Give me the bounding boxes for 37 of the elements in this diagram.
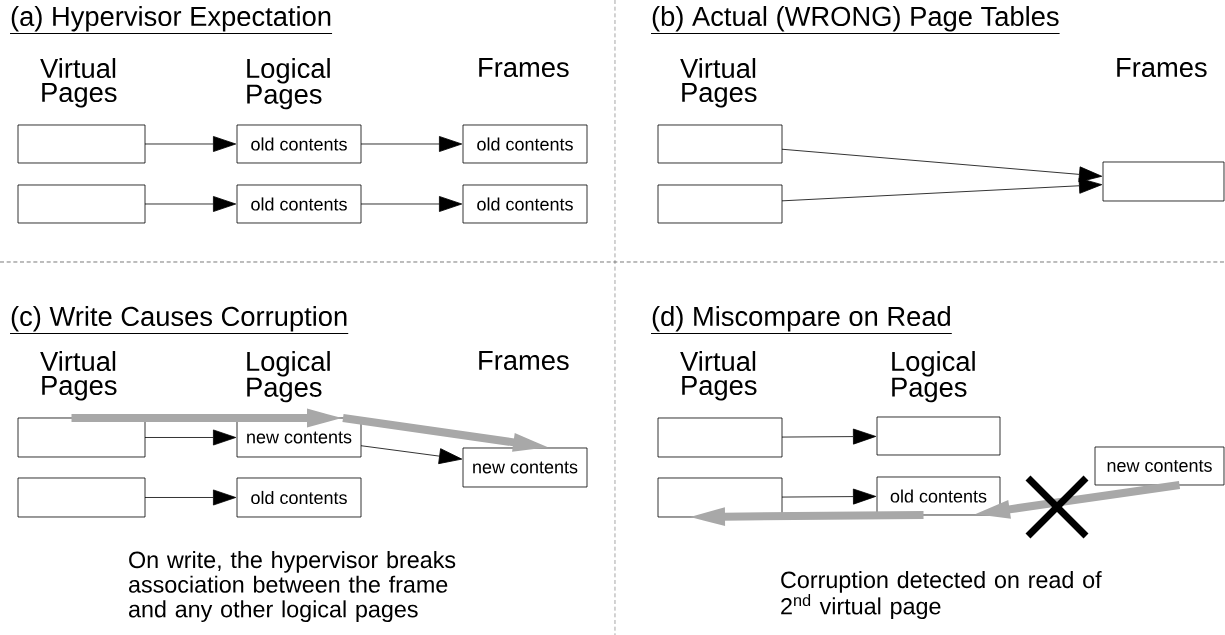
column-header: Frames bbox=[479, 351, 569, 371]
arrow bbox=[360, 136, 463, 152]
arrow bbox=[144, 196, 237, 212]
empty-page-box bbox=[657, 184, 783, 224]
panel-title: (b) Actual (WRONG) Page Tables bbox=[650, 6, 1061, 34]
arrow bbox=[144, 489, 237, 506]
arrow bbox=[360, 445, 463, 465]
empty-page-box bbox=[657, 417, 783, 458]
column-header: Logical Pages bbox=[247, 58, 330, 110]
page-box: old contents bbox=[462, 124, 588, 164]
page-box: old contents bbox=[236, 477, 362, 518]
panel-title: (a) Hypervisor Expectation bbox=[9, 6, 333, 34]
page-box: old contents bbox=[236, 184, 362, 224]
panel-title: (d) Miscompare on Read bbox=[650, 306, 953, 334]
empty-page-box bbox=[17, 477, 146, 518]
arrow bbox=[144, 429, 237, 446]
page-box: new contents bbox=[1094, 446, 1225, 486]
panel-title: (c) Write Causes Corruption bbox=[9, 306, 349, 334]
empty-page-box bbox=[1102, 161, 1225, 202]
arrow bbox=[144, 136, 237, 152]
empty-page-box bbox=[657, 124, 783, 164]
note-text: On write, the hypervisor breaks association between the frame and any other logical pages bbox=[129, 551, 456, 623]
page-box: old contents bbox=[236, 124, 362, 164]
column-header: Frames bbox=[479, 58, 569, 78]
empty-page-box bbox=[17, 124, 146, 164]
note-text: Corruption detected on read of 2$^{nd}$ virtual page bbox=[781, 571, 1102, 620]
empty-page-box bbox=[876, 416, 1001, 456]
arrow bbox=[781, 428, 877, 445]
empty-page-box bbox=[17, 184, 146, 224]
column-header: Logical Pages bbox=[247, 351, 330, 403]
arrow bbox=[781, 148, 1103, 183]
arrow bbox=[781, 488, 877, 505]
page-box: new contents bbox=[462, 447, 588, 488]
page-box: old contents bbox=[462, 184, 588, 224]
arrow bbox=[781, 177, 1103, 202]
arrow bbox=[360, 196, 463, 212]
empty-page-box bbox=[17, 417, 146, 458]
